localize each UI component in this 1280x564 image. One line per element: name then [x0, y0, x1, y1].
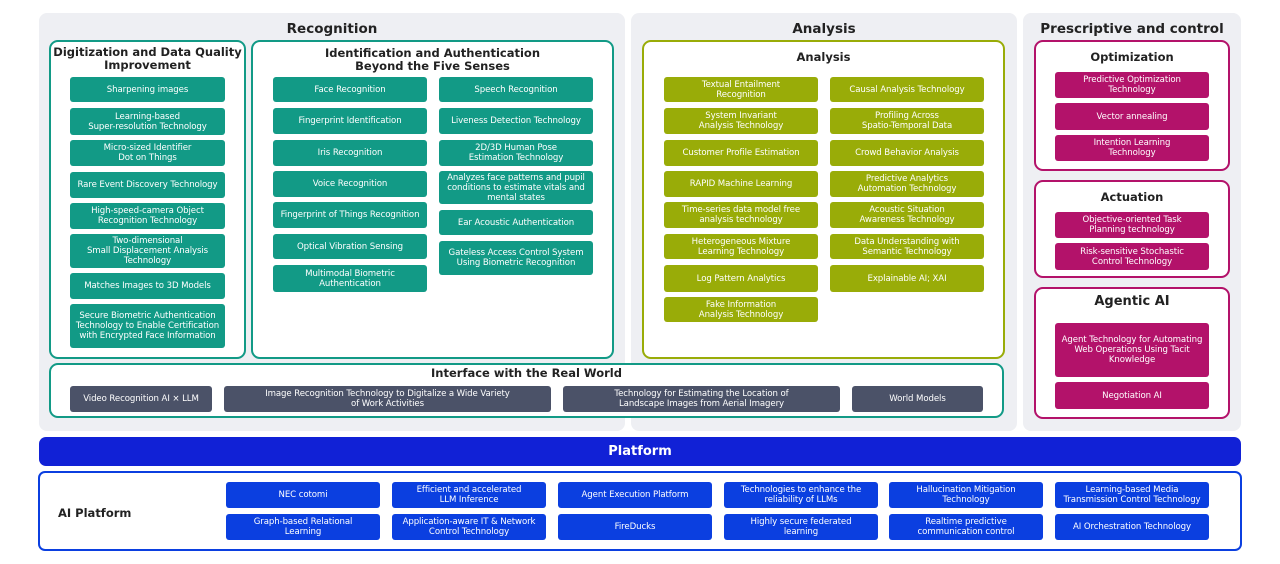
- digitization-chip[interactable]: Secure Biometric Authentication Technolo…: [70, 304, 225, 348]
- digitization-chip[interactable]: Micro-sized Identifier Dot on Things: [70, 140, 225, 166]
- optimization-title: Optimization: [1090, 50, 1174, 64]
- platform-chip[interactable]: NEC cotomi: [226, 482, 380, 508]
- analysis-chip[interactable]: System Invariant Analysis Technology: [664, 108, 818, 134]
- platform-chip[interactable]: Hallucination Mitigation Technology: [889, 482, 1043, 508]
- platform-chip[interactable]: Learning-based Media Transmission Contro…: [1055, 482, 1209, 508]
- digitization-chip[interactable]: Rare Event Discovery Technology: [70, 172, 225, 198]
- platform-chip[interactable]: Graph-based Relational Learning: [226, 514, 380, 540]
- interface-chip[interactable]: Image Recognition Technology to Digitali…: [224, 386, 551, 412]
- identification-chip[interactable]: Multimodal Biometric Authentication: [273, 265, 427, 292]
- platform-chip[interactable]: AI Orchestration Technology: [1055, 514, 1209, 540]
- analysis-chip[interactable]: Fake Information Analysis Technology: [664, 297, 818, 322]
- analysis-chip[interactable]: Log Pattern Analytics: [664, 265, 818, 292]
- analysis-chip[interactable]: Heterogeneous Mixture Learning Technolog…: [664, 234, 818, 259]
- analysis-chip[interactable]: Time-series data model free analysis tec…: [664, 202, 818, 228]
- actuation-chip[interactable]: Objective-oriented Task Planning technol…: [1055, 212, 1209, 238]
- analysis-chip[interactable]: Crowd Behavior Analysis: [830, 140, 984, 166]
- agentic-chip[interactable]: Agent Technology for Automating Web Oper…: [1055, 323, 1209, 377]
- analysis-chip[interactable]: Causal Analysis Technology: [830, 77, 984, 102]
- identification-chip[interactable]: Speech Recognition: [439, 77, 593, 102]
- identification-chip[interactable]: Optical Vibration Sensing: [273, 234, 427, 259]
- analysis-chip[interactable]: Textual Entailment Recognition: [664, 77, 818, 102]
- identification-chip[interactable]: Voice Recognition: [273, 171, 427, 197]
- platform-chip[interactable]: Technologies to enhance the reliability …: [724, 482, 878, 508]
- analysis-panel-title: Analysis: [792, 21, 856, 37]
- platform-chip[interactable]: Efficient and accelerated LLM Inference: [392, 482, 546, 508]
- recognition-title: Recognition: [286, 21, 378, 37]
- identification-chip[interactable]: Iris Recognition: [273, 140, 427, 166]
- digitization-chip[interactable]: Sharpening images: [70, 77, 225, 102]
- analysis-chip[interactable]: Explainable AI; XAI: [830, 265, 984, 292]
- actuation-title: Actuation: [1100, 190, 1164, 204]
- interface-title: Interface with the Real World: [431, 366, 622, 380]
- analysis-chip[interactable]: Profiling Across Spatio-Temporal Data: [830, 108, 984, 134]
- ai-platform-label: AI Platform: [58, 506, 132, 520]
- analysis-chip[interactable]: Acoustic Situation Awareness Technology: [830, 202, 984, 228]
- analysis-box-title: Analysis: [796, 50, 851, 64]
- interface-chip[interactable]: Video Recognition AI × LLM: [70, 386, 212, 412]
- platform-bar: Platform: [39, 437, 1241, 466]
- platform-chip[interactable]: Realtime predictive communication contro…: [889, 514, 1043, 540]
- identification-chip[interactable]: Ear Acoustic Authentication: [439, 210, 593, 235]
- identification-chip[interactable]: Liveness Detection Technology: [439, 108, 593, 134]
- digitization-chip[interactable]: High-speed-camera Object Recognition Tec…: [70, 203, 225, 229]
- analysis-chip[interactable]: Data Understanding with Semantic Technol…: [830, 234, 984, 259]
- identification-chip[interactable]: Fingerprint Identification: [273, 108, 427, 134]
- optimization-chip[interactable]: Vector annealing: [1055, 103, 1209, 130]
- identification-chip[interactable]: Gateless Access Control System Using Bio…: [439, 241, 593, 275]
- optimization-chip[interactable]: Predictive Optimization Technology: [1055, 72, 1209, 98]
- optimization-chip[interactable]: Intention Learning Technology: [1055, 135, 1209, 161]
- digitization-chip[interactable]: Matches Images to 3D Models: [70, 273, 225, 299]
- digitization-title: Digitization and Data Quality Improvemen…: [53, 45, 242, 72]
- actuation-chip[interactable]: Risk-sensitive Stochastic Control Techno…: [1055, 243, 1209, 270]
- identification-chip[interactable]: Fingerprint of Things Recognition: [273, 202, 427, 228]
- identification-chip[interactable]: Face Recognition: [273, 77, 427, 102]
- identification-chip[interactable]: 2D/3D Human Pose Estimation Technology: [439, 140, 593, 166]
- digitization-chip[interactable]: Learning-based Super-resolution Technolo…: [70, 108, 225, 135]
- interface-chip[interactable]: Technology for Estimating the Location o…: [563, 386, 840, 412]
- digitization-chip[interactable]: Two-dimensional Small Displacement Analy…: [70, 234, 225, 268]
- agentic-title: Agentic AI: [1094, 294, 1170, 309]
- agentic-chip[interactable]: Negotiation AI: [1055, 382, 1209, 409]
- prescriptive-title: Prescriptive and control: [1040, 21, 1224, 37]
- analysis-chip[interactable]: Predictive Analytics Automation Technolo…: [830, 171, 984, 197]
- identification-chip[interactable]: Analyzes face patterns and pupil conditi…: [439, 171, 593, 204]
- platform-chip[interactable]: Application-aware IT & Network Control T…: [392, 514, 546, 540]
- identification-title: Identification and Authentication Beyond…: [324, 46, 541, 73]
- platform-chip[interactable]: Agent Execution Platform: [558, 482, 712, 508]
- interface-chip[interactable]: World Models: [852, 386, 983, 412]
- platform-chip[interactable]: Highly secure federated learning: [724, 514, 878, 540]
- platform-chip[interactable]: FireDucks: [558, 514, 712, 540]
- analysis-chip[interactable]: RAPID Machine Learning: [664, 171, 818, 197]
- analysis-chip[interactable]: Customer Profile Estimation: [664, 140, 818, 166]
